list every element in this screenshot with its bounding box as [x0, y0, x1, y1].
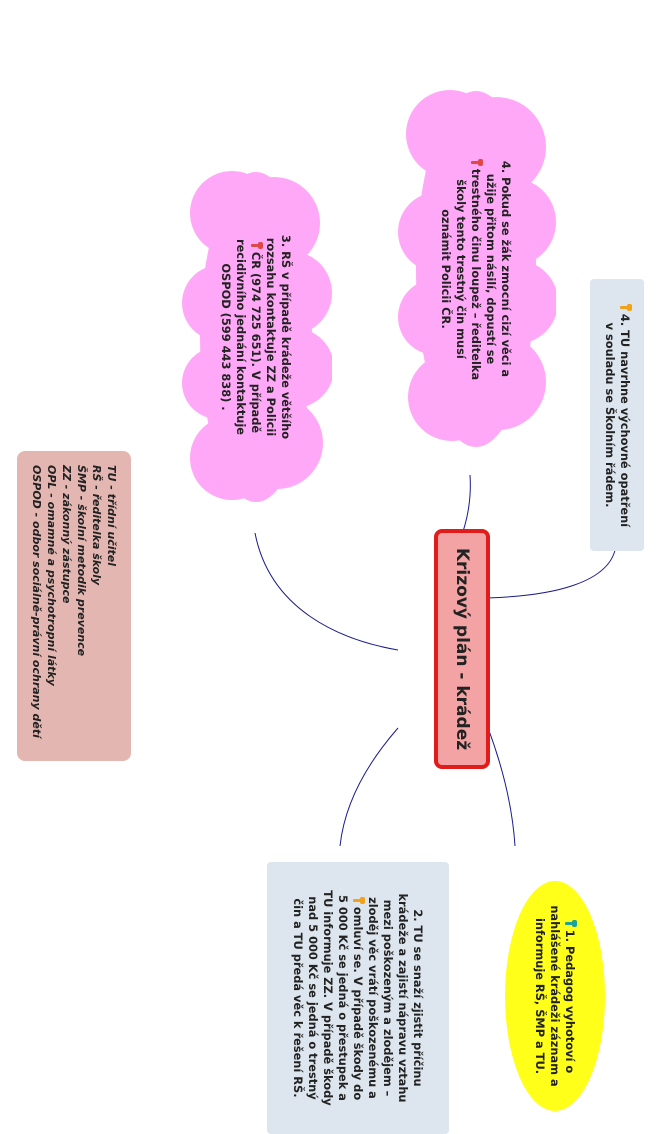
pushpin-red-icon [472, 158, 484, 167]
topic-step-3-text: 3. RŠ v případě krádeže většího rozsahu … [219, 235, 294, 439]
connector-step4b [454, 544, 617, 599]
pushpin-orange-icon [354, 896, 366, 905]
legend-box: TU - třídní učitel RŠ - ředitelka školy … [17, 451, 131, 761]
topic-line: školy tento trestný čin musí [454, 179, 469, 359]
topic-line: rozsahu kontaktuje ZZ a Policii [264, 237, 279, 437]
topic-line: 4. Pokud se žák zmocní cizí věci a [499, 160, 514, 378]
pushpin-orange-icon [620, 303, 632, 312]
topic-line: oznámit Policii ČR. [439, 209, 454, 329]
legend-line: OSPOD - odbor sociálně-právní ochrany dě… [30, 465, 43, 738]
topic-line: trestného činu loupež – ředitelka [469, 168, 484, 381]
topic-step-4a[interactable]: 4. Pokud se žák zmocní cizí věci a užije… [396, 72, 556, 466]
topic-step-1[interactable]: 1. Pedagog vyhotoví o nahlášené krádeži … [505, 881, 605, 1111]
topic-line: 4. TU navrhne výchovné opatření [618, 313, 632, 528]
topic-line: 5 000 Kč se jedná o přestupek a [336, 895, 351, 1101]
topic-line: ČR (974 725 651). V případě [249, 251, 264, 434]
connector-step2 [339, 727, 399, 847]
central-topic[interactable]: Krizový plán - krádež [434, 529, 490, 769]
pushpin-teal-icon [566, 919, 578, 928]
topic-step-4a-text: 4. Pokud se žák zmocní cizí věci a užije… [439, 158, 514, 380]
legend-line: TU - třídní učitel [105, 465, 118, 567]
topic-line: v souladu se Školním řádem. [603, 322, 617, 508]
legend-line: OPL - omamné a psychotropní látky [45, 465, 58, 686]
topic-line: OSPOD (599 443 838) . [219, 263, 234, 411]
topic-line: 1. Pedagog vyhotoví o [563, 929, 578, 1074]
topic-line: omluví se. V případě škody do [351, 906, 366, 1101]
topic-line: krádeže a zajistí nápravu vztahu [396, 893, 411, 1103]
topic-step-2[interactable]: 2. TU se snaží zjistit příčinu krádeže a… [267, 862, 449, 1134]
central-topic-label: Krizový plán - krádež [452, 547, 472, 751]
legend-line: RŠ - ředitelka školy [90, 465, 103, 586]
legend-text: TU - třídní učitel RŠ - ředitelka školy … [29, 465, 119, 738]
topic-step-3[interactable]: 3. RŠ v případě krádeže většího rozsahu … [180, 153, 332, 521]
topic-line: čin a TU předá věc k řešení RŠ. [291, 898, 306, 1098]
cloud-shape [182, 171, 332, 502]
topic-line: recidivního jednání kontaktuje [234, 238, 249, 436]
legend-line: ZZ - zákonný zástupce [60, 465, 73, 604]
topic-line: nad 5 000 Kč se jedná o trestný [306, 896, 321, 1100]
topic-step-4b-text: 4. TU navrhne výchovné opatření v soulad… [602, 303, 632, 527]
topic-line: 2. TU se snaží zjistit příčinu [411, 909, 426, 1087]
pushpin-red-icon [252, 241, 264, 250]
topic-line: mezi poškozeným a zlodějem – [381, 899, 396, 1097]
topic-line: zloděj věc vrátí poškozenému a [366, 897, 381, 1099]
topic-line: nahlášené krádeži záznam a [548, 905, 563, 1087]
connector-step3 [254, 532, 399, 651]
topic-line: 3. RŠ v případě krádeže většího [279, 234, 294, 440]
topic-step-4b[interactable]: 4. TU navrhne výchovné opatření v soulad… [590, 279, 644, 551]
topic-line: TU informuje ZZ. V případě škody [321, 890, 336, 1106]
topic-step-2-text: 2. TU se snaží zjistit příčinu krádeže a… [291, 890, 426, 1105]
cloud-shape [398, 90, 556, 447]
topic-step-1-text: 1. Pedagog vyhotoví o nahlášené krádeži … [533, 905, 578, 1086]
legend-line: ŠMP - školní metodik prevence [75, 465, 88, 657]
topic-line: užije přitom násilí, dopustí se [484, 173, 499, 365]
topic-line: informuje RŠ, ŠMP a TU. [533, 917, 548, 1075]
connector-step1 [487, 727, 516, 847]
